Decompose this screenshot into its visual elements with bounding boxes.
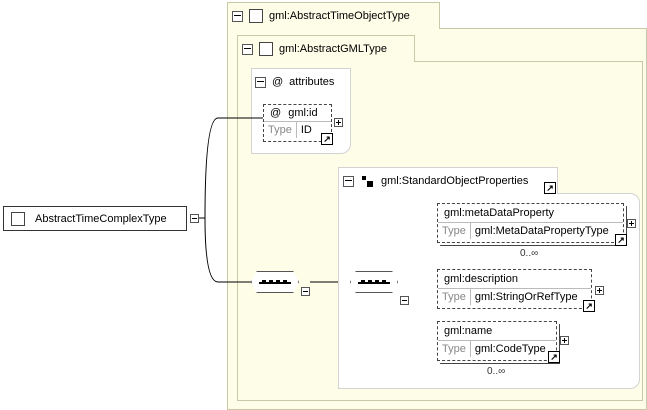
attribute-icon: @ — [272, 76, 284, 88]
root-element-name: AbstractTimeComplexType — [35, 212, 167, 225]
abstract-gml-type-label: gml:AbstractGMLType — [279, 43, 387, 55]
sequence-dot — [382, 280, 386, 284]
type-key: Type — [264, 122, 297, 138]
abstract-gml-type-tab[interactable]: gml:AbstractGMLType — [237, 35, 415, 62]
expand-icon[interactable] — [595, 286, 604, 295]
link-arrow-icon[interactable]: ↗ — [321, 133, 333, 145]
cardinality-label: 0..∞ — [487, 366, 506, 377]
gml-id-type-row: Type ID — [264, 121, 331, 138]
attributes-label: attributes — [289, 76, 335, 88]
checkbox-icon — [11, 211, 25, 226]
link-arrow-icon[interactable]: ↗ — [583, 300, 595, 312]
collapse-icon[interactable] — [301, 287, 310, 296]
root-element[interactable]: AbstractTimeComplexType — [3, 206, 187, 231]
collapse-icon[interactable] — [242, 43, 253, 55]
element-name: gml:metaDataProperty — [444, 207, 555, 219]
expand-icon[interactable] — [334, 118, 343, 127]
collapse-icon[interactable] — [255, 76, 266, 88]
name-element[interactable]: gml:name Type gml:CodeType — [437, 321, 557, 361]
type-key: Type — [438, 341, 471, 357]
sequence-dot — [276, 280, 280, 284]
collapse-icon[interactable] — [400, 296, 409, 305]
sequence-line — [358, 282, 390, 284]
type-value: gml:CodeType — [474, 343, 546, 355]
collapse-icon[interactable] — [232, 10, 243, 22]
type-value: gml:MetaDataPropertyType — [474, 225, 609, 237]
standard-object-properties-label: gml:StandardObjectProperties — [381, 175, 529, 187]
cardinality-label: 0..∞ — [520, 248, 539, 259]
attribute-icon: @ — [270, 107, 282, 119]
link-arrow-icon[interactable]: ↗ — [615, 234, 627, 246]
sequence-compositor[interactable] — [350, 271, 398, 293]
sequence-line — [259, 282, 291, 284]
sequence-dot — [375, 280, 379, 284]
abstract-time-object-type-label: gml:AbstractTimeObjectType — [269, 10, 410, 22]
collapse-icon[interactable] — [343, 175, 354, 187]
gml-id-attribute[interactable]: @ gml:id Type ID — [263, 104, 332, 142]
meta-data-property-element[interactable]: gml:metaDataProperty Type gml:MetaDataPr… — [437, 203, 624, 243]
link-arrow-icon[interactable]: ↗ — [544, 182, 556, 194]
description-element[interactable]: gml:description Type gml:StringOrRefType — [437, 269, 592, 309]
type-key: Type — [438, 289, 471, 305]
attributes-header[interactable]: @ attributes — [255, 76, 334, 88]
type-value: gml:StringOrRefType — [474, 291, 578, 303]
checkbox-icon — [259, 42, 273, 56]
element-type-row: Type gml:MetaDataPropertyType — [438, 222, 623, 239]
standard-object-properties-tab[interactable]: gml:StandardObjectProperties — [338, 167, 558, 194]
element-type-row: Type gml:CodeType — [438, 340, 556, 357]
element-name: gml:name — [444, 325, 493, 337]
sequence-dot — [283, 280, 287, 284]
sequence-dot — [262, 280, 266, 284]
gml-id-name-row: @ gml:id — [264, 105, 331, 121]
expand-icon[interactable] — [627, 219, 636, 228]
group-icon — [362, 175, 373, 187]
abstract-time-object-type-tab[interactable]: gml:AbstractTimeObjectType — [227, 2, 440, 29]
sequence-compositor[interactable] — [251, 271, 299, 293]
sequence-dot — [361, 280, 365, 284]
element-type-row: Type gml:StringOrRefType — [438, 288, 591, 305]
link-arrow-icon[interactable]: ↗ — [548, 351, 560, 363]
sequence-dot — [368, 280, 372, 284]
element-name: gml:description — [444, 273, 518, 285]
sequence-dot — [269, 280, 273, 284]
checkbox-icon — [249, 9, 263, 23]
type-key: Type — [438, 223, 471, 239]
gml-id-name: gml:id — [288, 107, 318, 119]
collapse-icon[interactable] — [190, 214, 199, 223]
type-value: ID — [300, 124, 312, 136]
expand-icon[interactable] — [560, 336, 569, 345]
